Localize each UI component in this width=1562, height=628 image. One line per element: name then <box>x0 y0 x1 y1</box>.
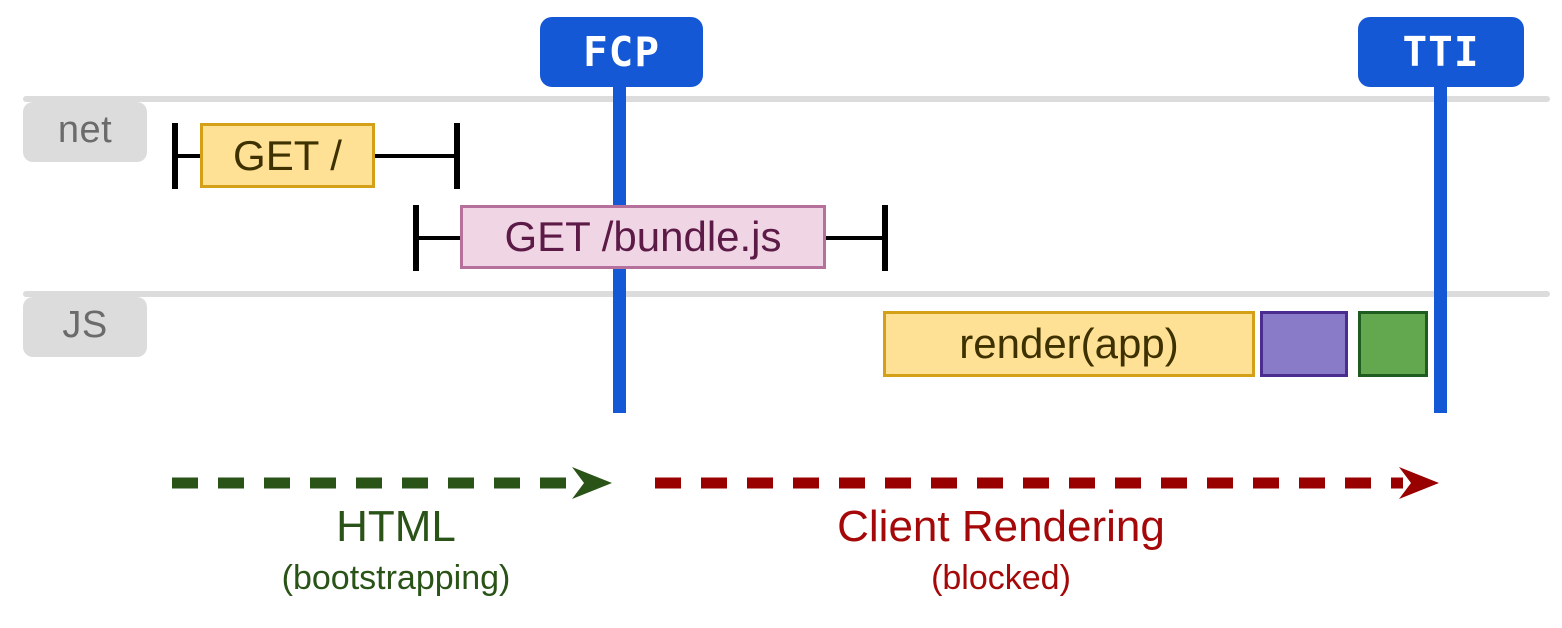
lane-label-js: JS <box>23 297 147 357</box>
lane-divider-net <box>23 96 1550 102</box>
phase-caption-html: HTML (bootstrapping) <box>196 502 596 597</box>
lane-divider-js <box>23 291 1550 297</box>
tti-marker-line <box>1434 80 1447 413</box>
phase-caption-client-rendering-main: Client Rendering <box>837 502 1165 551</box>
js-box-task-purple[interactable] <box>1260 311 1348 377</box>
phase-arrow-client-rendering <box>651 463 1441 503</box>
phase-caption-html-sub: (bootstrapping) <box>281 559 511 597</box>
network-box-get-bundle[interactable]: GET /bundle.js <box>460 205 826 269</box>
js-box-task-green[interactable] <box>1358 311 1428 377</box>
phase-caption-client-rendering: Client Rendering (blocked) <box>674 502 1328 597</box>
js-box-render-app[interactable]: render(app) <box>883 311 1255 377</box>
whisker-cap-right <box>454 123 460 189</box>
tti-marker-badge[interactable]: TTI <box>1358 17 1524 87</box>
phase-arrow-html <box>168 463 614 503</box>
network-box-get-root[interactable]: GET / <box>200 123 375 188</box>
fcp-marker-badge[interactable]: FCP <box>540 17 703 87</box>
phase-caption-client-rendering-sub: (blocked) <box>931 559 1071 597</box>
lane-label-net: net <box>23 102 147 162</box>
phase-caption-html-main: HTML <box>336 502 456 551</box>
whisker-cap-right <box>882 205 888 271</box>
